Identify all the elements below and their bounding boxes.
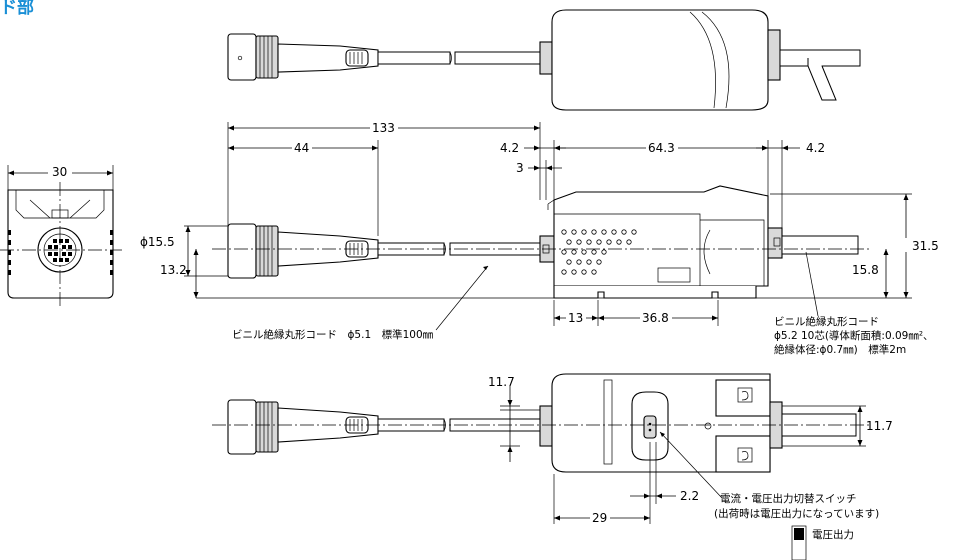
dim-29: 29 <box>592 511 607 525</box>
switch-label-line2: (出荷時は電圧出力になっています) <box>714 507 879 520</box>
dim-4-2-right: 4.2 <box>806 141 825 155</box>
dim-2-2: 2.2 <box>680 489 699 503</box>
cable2-spec-line1: ビニル絶縁丸形コード <box>774 315 879 328</box>
switch-legend-fill <box>794 528 804 540</box>
dim-11-7-right: 11.7 <box>866 419 893 433</box>
dim-133: 133 <box>372 121 395 135</box>
cable2-spec-line2: ϕ5.2 10芯(導体断面積:0.09㎜²、 <box>774 329 934 342</box>
switch-label-line1: 電流・電圧出力切替スイッチ <box>720 492 857 505</box>
label-plate <box>657 267 691 283</box>
dim-13-2: 13.2 <box>160 263 187 277</box>
dim-31-5: 31.5 <box>912 239 939 253</box>
connector-head <box>227 33 257 81</box>
dim-44: 44 <box>294 141 309 155</box>
front-view: 133 44 4.2 3 64.3 4.2 <box>140 120 939 356</box>
vent-holes <box>561 229 637 275</box>
dim-4-2-left: 4.2 <box>500 141 519 155</box>
dim-36-8: 36.8 <box>642 311 669 325</box>
dim-15-8: 15.8 <box>852 263 879 277</box>
dim-30: 30 <box>52 165 67 179</box>
switch-legend-box <box>791 525 807 560</box>
connector-head <box>227 223 257 279</box>
cable2-spec-line3: 絶縁体径:ϕ0.7㎜) 標準2m <box>774 343 906 356</box>
end-view: 30 <box>0 164 122 306</box>
dim-3: 3 <box>516 161 524 175</box>
top-view <box>227 9 861 111</box>
dim-11-7-left: 11.7 <box>488 375 515 389</box>
connector-ribs <box>255 35 279 79</box>
cable-clamp <box>767 29 781 81</box>
cable1-spec: ビニル絶縁丸形コード ϕ5.1 標準100㎜ <box>232 328 434 341</box>
voltage-output-label: 電圧出力 <box>812 528 854 541</box>
amplifier-body <box>551 9 769 111</box>
cable <box>377 51 451 65</box>
din-mount <box>553 286 757 299</box>
dim-13: 13 <box>568 311 583 325</box>
bottom-view: 11.7 11.7 2.2 29 電流・電圧出力切替スイッチ (出荷時は電圧出力… <box>212 373 893 560</box>
dim-64-3: 64.3 <box>648 141 675 155</box>
body-clamp <box>539 41 553 75</box>
dim-phi-15-5: ϕ15.5 <box>140 235 175 249</box>
section-heading: ド部 <box>0 0 34 18</box>
